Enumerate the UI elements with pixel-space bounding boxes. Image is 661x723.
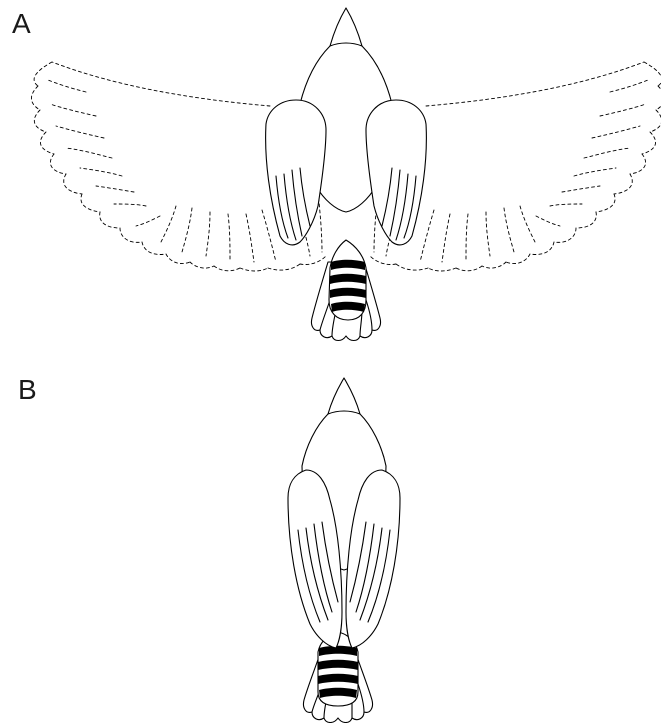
rump-a [329, 240, 366, 320]
wing-left-a [266, 100, 326, 245]
bird-b [288, 378, 400, 723]
bird-a [31, 8, 661, 341]
